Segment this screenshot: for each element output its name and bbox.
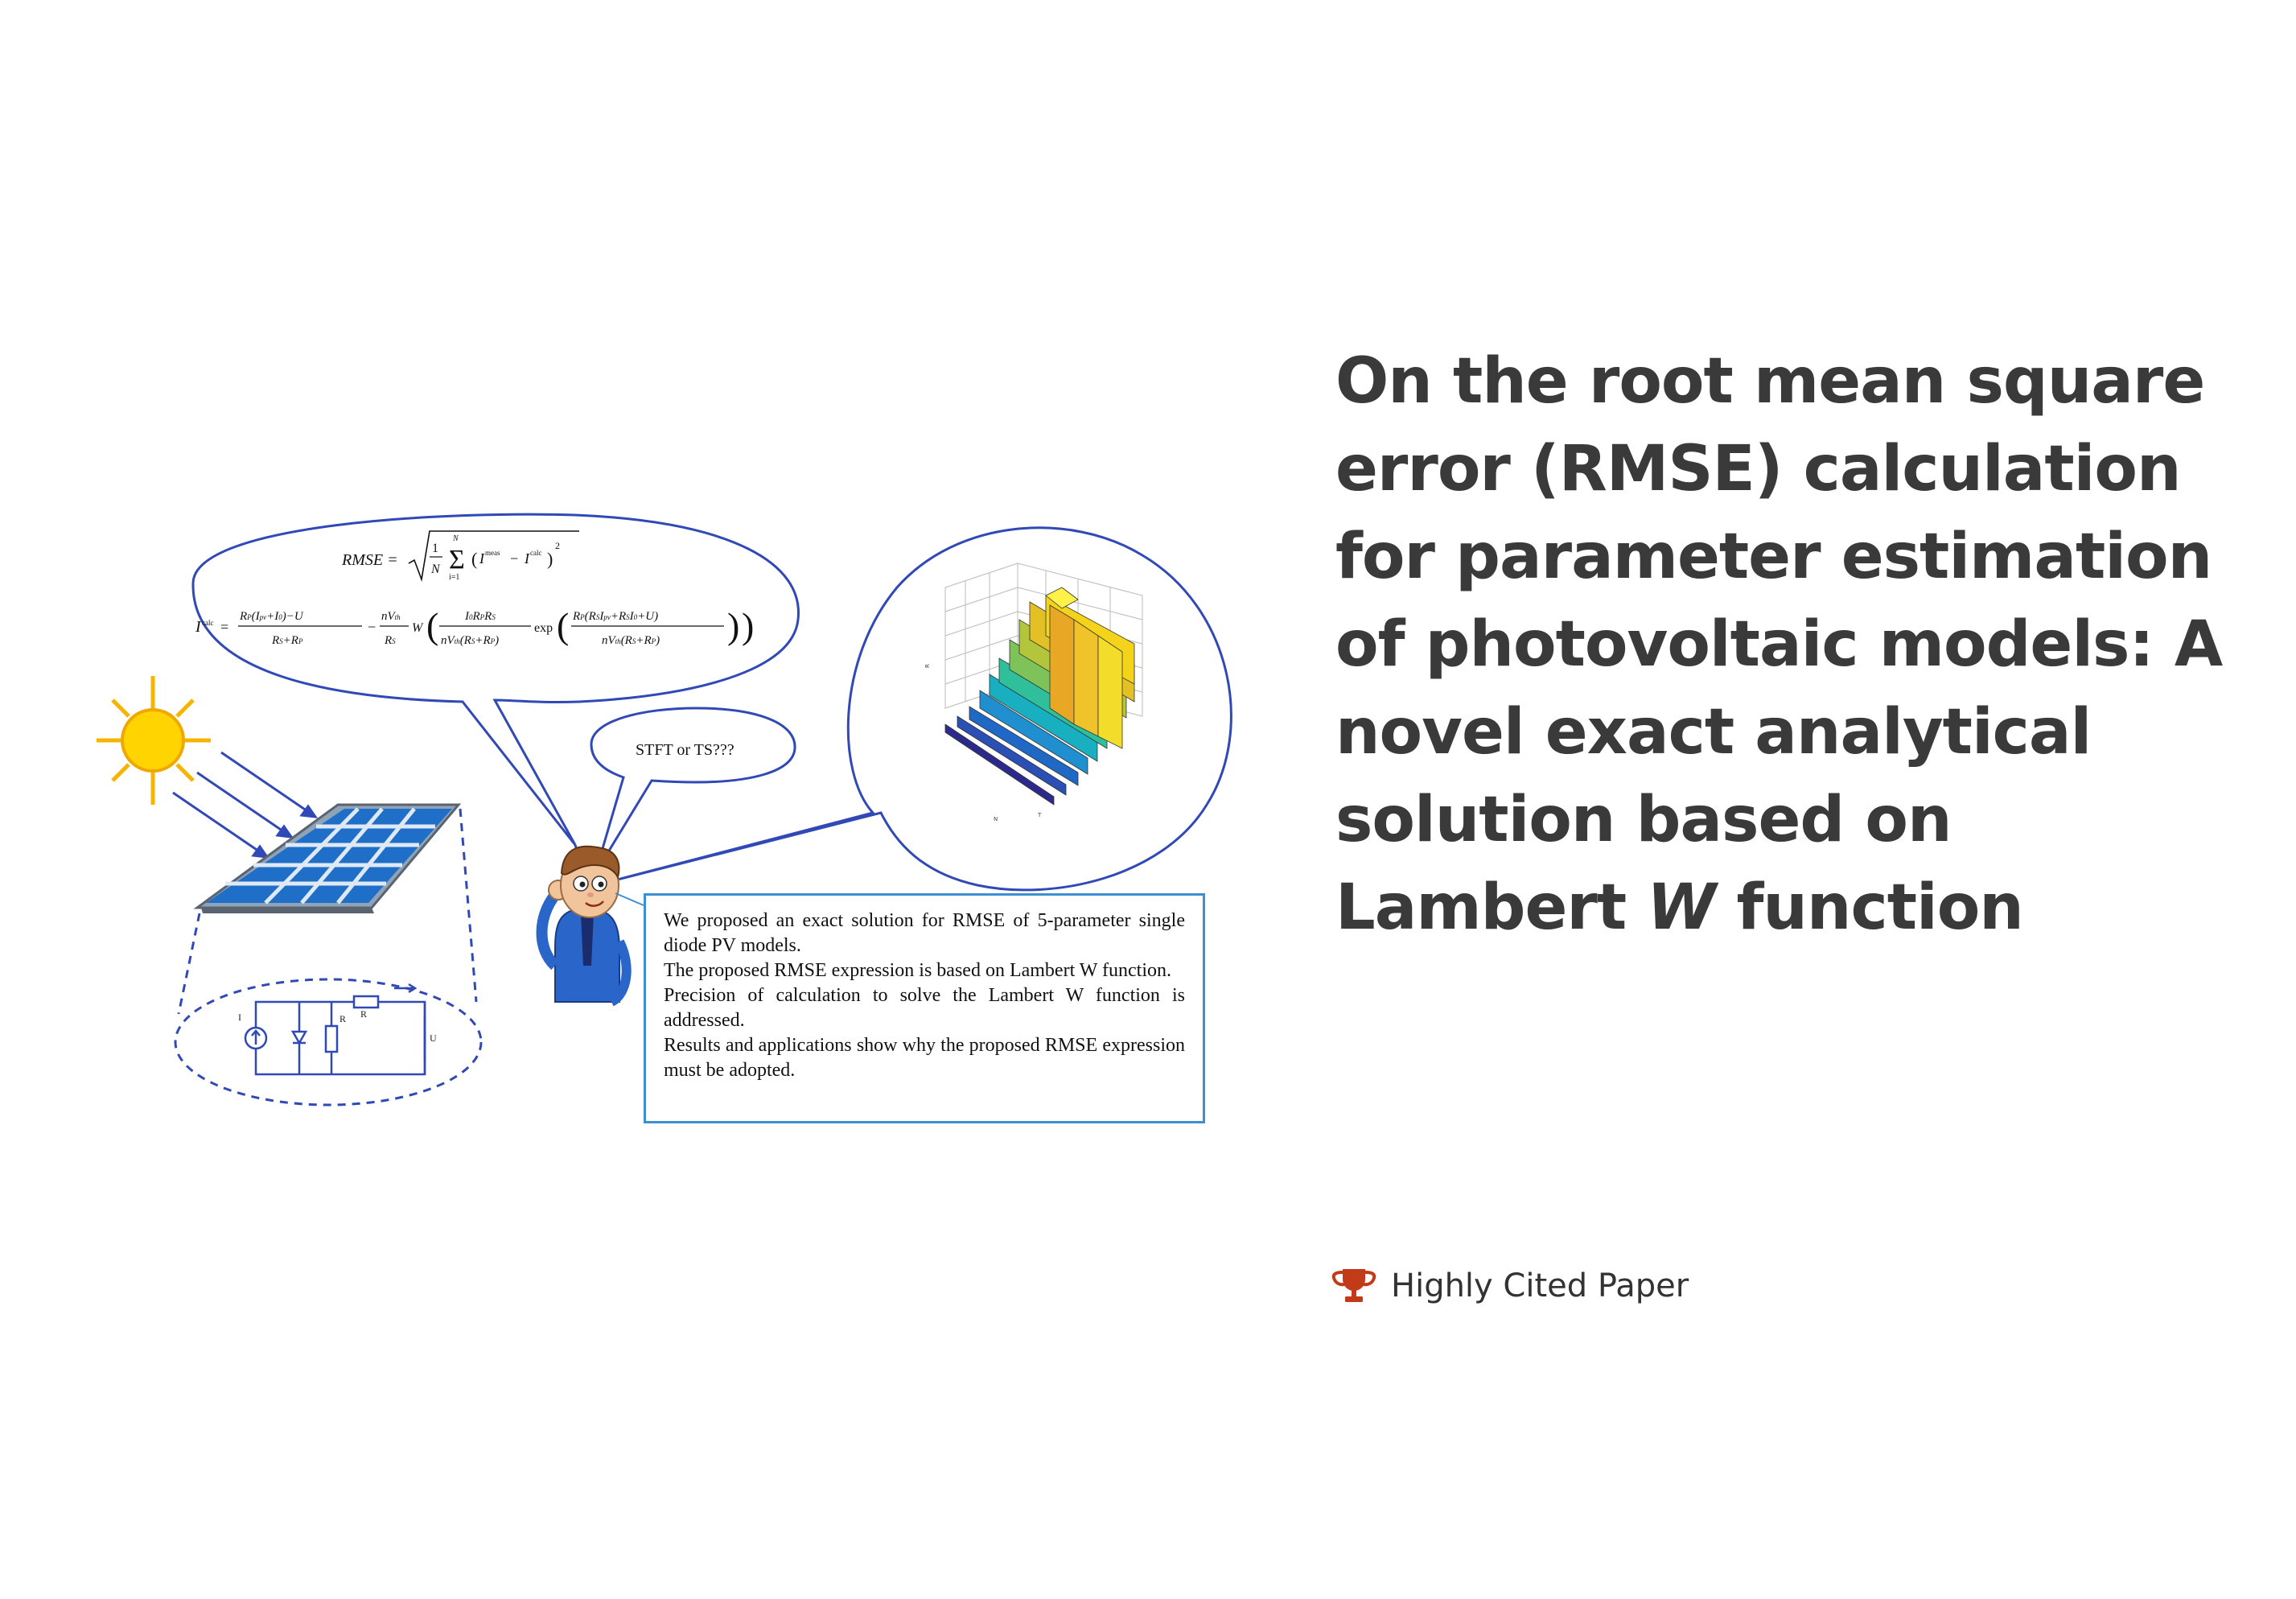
paper-title-part: function	[1715, 872, 2023, 944]
svg-text:calc: calc	[530, 549, 541, 557]
svg-text:(: (	[557, 605, 569, 646]
svg-text:nVth: nVth	[381, 610, 401, 623]
svg-text:calc: calc	[202, 619, 213, 627]
trophy-icon	[1331, 1269, 1376, 1302]
svg-text:2: 2	[555, 540, 560, 551]
3d-bar-chart: R T N	[924, 563, 1143, 822]
svg-text:RS+RP: RS+RP	[271, 634, 303, 647]
highlight-item: Results and applications show why the pr…	[664, 1035, 1185, 1081]
sun-ray-arrows	[172, 751, 319, 859]
highlight-item: We proposed an exact solution for RMSE o…	[664, 910, 1185, 956]
svg-text:−: −	[510, 550, 518, 567]
svg-text:exp: exp	[534, 621, 553, 635]
svg-text:i=1: i=1	[449, 573, 459, 582]
question-bubble: STFT or TS???	[590, 707, 796, 874]
single-diode-circuit	[244, 983, 426, 1076]
rmse-formula: RMSE = 1 N Σ N i=1 ( I meas − I calc ) 2…	[195, 530, 754, 647]
svg-text:I: I	[479, 550, 485, 567]
paper-title-italic: W	[1647, 872, 1716, 944]
svg-text:RS: RS	[384, 634, 396, 647]
svg-text:RP(RSIpv+RSI0+U): RP(RSIpv+RSI0+U)	[572, 610, 658, 623]
paper-title-part: On the root mean square error (RMSE) cal…	[1335, 345, 2223, 944]
svg-text:nVth(RS+RP): nVth(RS+RP)	[441, 634, 499, 647]
question-text: STFT or TS???	[636, 741, 734, 759]
paper-title[interactable]: On the root mean square error (RMSE) cal…	[1335, 338, 2236, 952]
highly-cited-badge: Highly Cited Paper	[1331, 1266, 1689, 1306]
thinking-character-illustration	[536, 845, 632, 1007]
highlight-item: Precision of calculation to solve the La…	[664, 985, 1185, 1031]
svg-text:N: N	[430, 563, 441, 576]
svg-text:T: T	[1037, 812, 1042, 818]
svg-text:N: N	[452, 534, 459, 543]
circuit-projection	[174, 808, 483, 1107]
svg-text:R: R	[924, 664, 931, 668]
svg-text:I0RPRS: I0RPRS	[464, 610, 496, 623]
svg-text:−: −	[368, 619, 376, 635]
svg-text:): )	[742, 605, 754, 646]
title-block: On the root mean square error (RMSE) cal…	[1335, 338, 2236, 952]
svg-text:R: R	[339, 1013, 346, 1024]
svg-text:U: U	[430, 1032, 437, 1044]
svg-text:nVth(RS+RP): nVth(RS+RP)	[602, 634, 660, 647]
sun-icon	[97, 676, 211, 805]
svg-text:I: I	[524, 550, 530, 567]
highlights-connector	[615, 892, 644, 906]
badge-label: Highly Cited Paper	[1391, 1267, 1689, 1304]
svg-text:W: W	[412, 621, 424, 635]
svg-text:): )	[547, 549, 553, 569]
svg-text:meas: meas	[485, 549, 500, 557]
svg-text:1: 1	[432, 542, 438, 555]
svg-text:N: N	[994, 816, 998, 822]
solar-panel	[193, 803, 462, 913]
svg-text:(: (	[426, 605, 438, 646]
svg-text:(: (	[471, 549, 477, 569]
svg-text:): )	[727, 605, 739, 646]
svg-text:I: I	[195, 618, 202, 636]
svg-text:I: I	[238, 1012, 241, 1023]
circuit-labels: I R R U	[238, 1008, 437, 1044]
rmse-lhs: RMSE =	[341, 551, 398, 569]
graphical-abstract: I R R U RMSE = 1 N Σ N i=1 ( I meas − I …	[97, 513, 1232, 1107]
highlights-box: We proposed an exact solution for RMSE o…	[644, 893, 1205, 1123]
svg-text:RP(Ipv+I0)−U: RP(Ipv+I0)−U	[239, 610, 304, 623]
svg-text:R: R	[360, 1008, 367, 1020]
highlight-item: The proposed RMSE expression is based on…	[664, 960, 1172, 981]
svg-text:Σ: Σ	[449, 545, 465, 575]
formula-bubble	[191, 513, 800, 846]
svg-text:=: =	[220, 619, 228, 635]
